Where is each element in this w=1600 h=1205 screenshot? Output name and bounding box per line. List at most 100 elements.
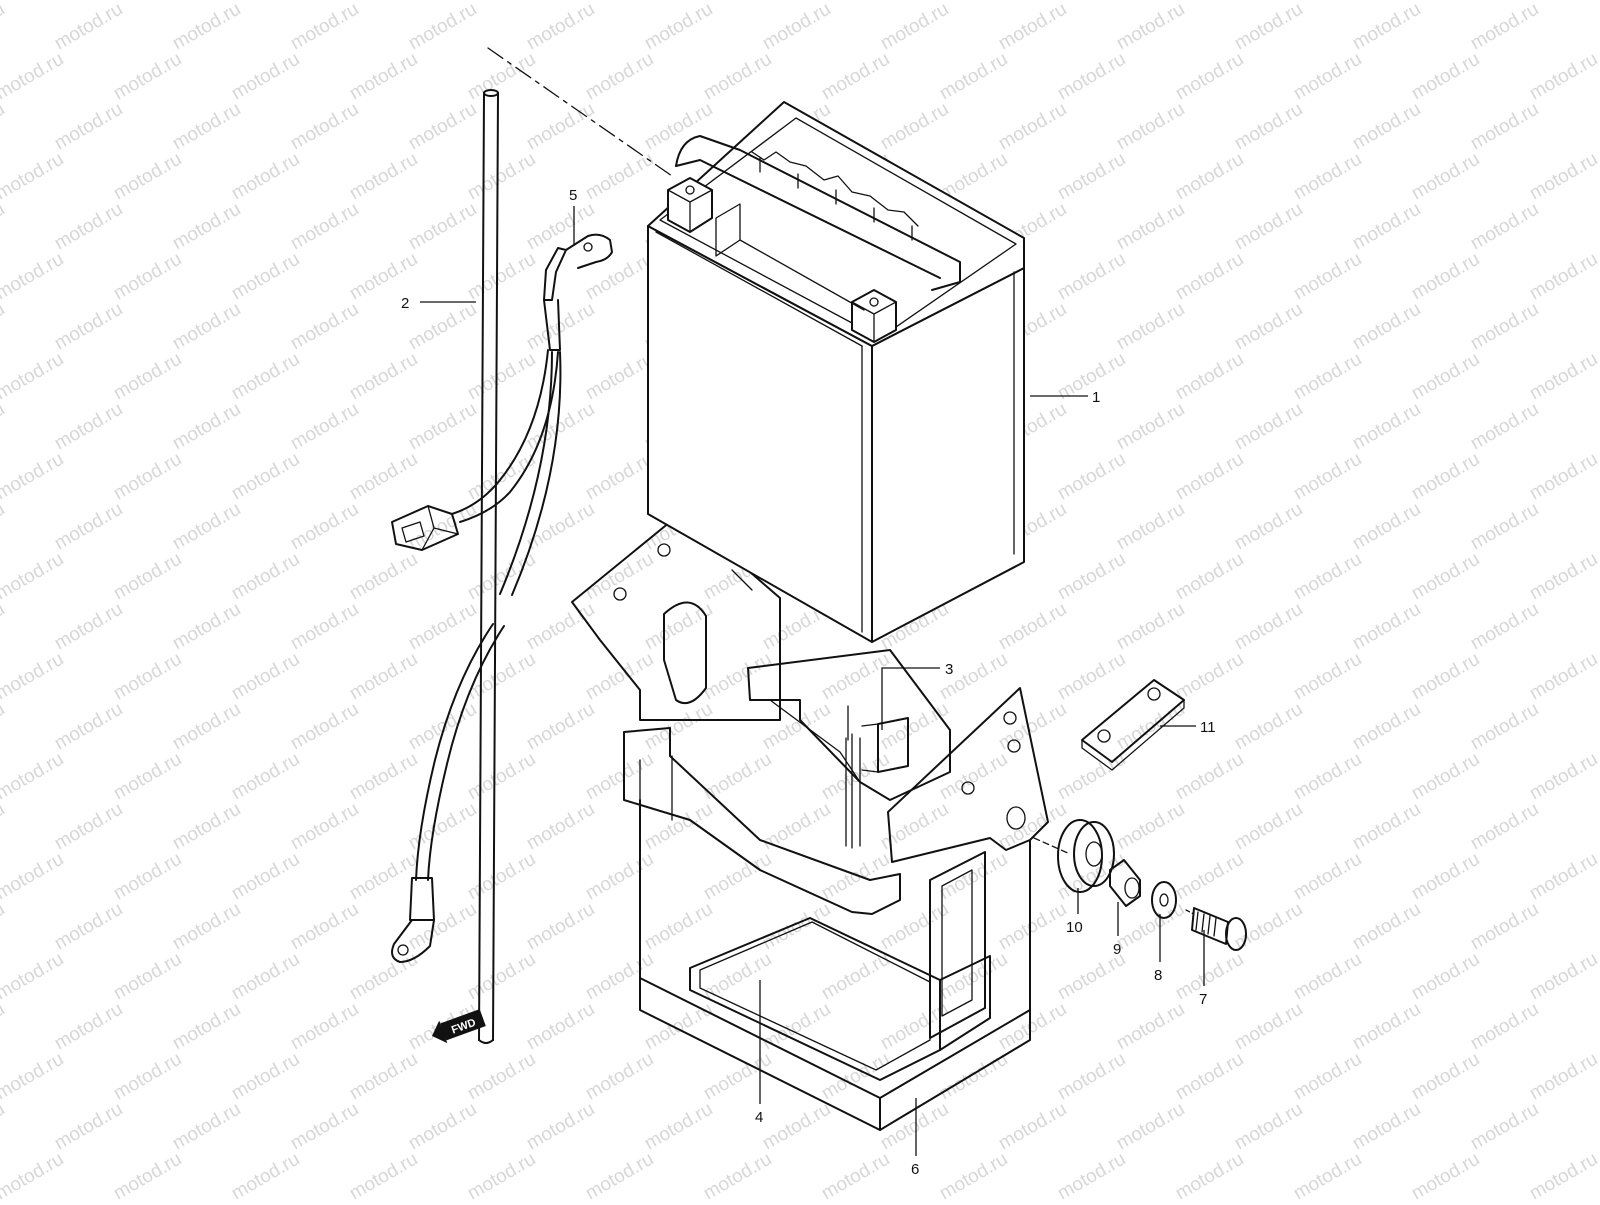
watermark-text: motod.ru — [1290, 749, 1365, 805]
watermark-text: motod.ru — [877, 699, 952, 755]
watermark-text: motod.ru — [0, 1049, 67, 1105]
watermark-text: motod.ru — [51, 499, 126, 555]
watermark-text: motod.ru — [1349, 799, 1424, 855]
watermark-text: motod.ru — [51, 99, 126, 155]
watermark-text: motod.ru — [936, 49, 1011, 105]
watermark-text: motod.ru — [700, 849, 775, 905]
watermark-text: motod.ru — [1349, 699, 1424, 755]
watermark-text: motod.ru — [1290, 549, 1365, 605]
watermark-text: motod.ru — [1113, 199, 1188, 255]
watermark-text: motod.ru — [1290, 49, 1365, 105]
watermark-text: motod.ru — [641, 999, 716, 1055]
watermark-text: motod.ru — [1290, 1049, 1365, 1105]
watermark-text: motod.ru — [169, 899, 244, 955]
watermark-text: motod.ru — [346, 749, 421, 805]
watermark-text: motod.ru — [110, 1149, 185, 1200]
watermark-text: motod.ru — [346, 1149, 421, 1200]
watermark-text: motod.ru — [641, 899, 716, 955]
watermark-text: motod.ru — [1467, 799, 1542, 855]
plate — [1081, 679, 1185, 771]
watermark-text: motod.ru — [1172, 349, 1247, 405]
watermark-text: motod.ru — [1408, 149, 1483, 205]
watermark-text: motod.ru — [877, 999, 952, 1055]
watermark-text: motod.ru — [169, 699, 244, 755]
callout-8: 8 — [1154, 967, 1162, 984]
watermark-text: motod.ru — [110, 149, 185, 205]
callout-6: 6 — [911, 1161, 919, 1178]
watermark-text: motod.ru — [700, 1149, 775, 1200]
watermark-text: motod.ru — [877, 899, 952, 955]
watermark-text: motod.ru — [1349, 399, 1424, 455]
watermark-text: motod.ru — [1290, 449, 1365, 505]
watermark-text: motod.ru — [287, 299, 362, 355]
watermark-text: motod.ru — [51, 0, 126, 54]
watermark-text: motod.ru — [405, 799, 480, 855]
watermark-text: motod.ru — [1467, 899, 1542, 955]
watermark-text: motod.ru — [346, 349, 421, 405]
watermark-text: motod.ru — [464, 1049, 539, 1105]
watermark-text: motod.ru — [1231, 99, 1306, 155]
watermark-text: motod.ru — [1290, 649, 1365, 705]
watermark-text: motod.ru — [1349, 1099, 1424, 1155]
watermark-text: motod.ru — [523, 399, 598, 455]
watermark-text: motod.ru — [1526, 1149, 1600, 1200]
watermark-text: motod.ru — [1172, 149, 1247, 205]
watermark-text: motod.ru — [169, 999, 244, 1055]
watermark-text: motod.ru — [1290, 149, 1365, 205]
watermark-text: motod.ru — [759, 1099, 834, 1155]
watermark-text: motod.ru — [1054, 1149, 1129, 1200]
watermark-text: motod.ru — [228, 849, 303, 905]
watermark-text: motod.ru — [287, 599, 362, 655]
watermark-text: motod.ru — [287, 499, 362, 555]
watermark-text: motod.ru — [1526, 649, 1600, 705]
watermark-text: motod.ru — [0, 499, 8, 555]
watermark-text: motod.ru — [582, 49, 657, 105]
watermark-text: motod.ru — [169, 0, 244, 54]
battery — [647, 101, 1025, 643]
watermark-text: motod.ru — [1349, 599, 1424, 655]
watermark-text: motod.ru — [1467, 1099, 1542, 1155]
watermark-text: motod.ru — [936, 1149, 1011, 1200]
watermark-text: motod.ru — [464, 849, 539, 905]
watermark-text: motod.ru — [0, 649, 67, 705]
lower-pad — [699, 921, 931, 1071]
watermark-text: motod.ru — [0, 99, 8, 155]
watermark-text: motod.ru — [1467, 299, 1542, 355]
callout-7: 7 — [1199, 991, 1207, 1008]
watermark-text: motod.ru — [169, 299, 244, 355]
watermark-text: motod.ru — [818, 1149, 893, 1200]
watermark-text: motod.ru — [1172, 649, 1247, 705]
watermark-text: motod.ru — [346, 949, 421, 1005]
watermark-text: motod.ru — [523, 599, 598, 655]
watermark-text: motod.ru — [1113, 299, 1188, 355]
watermark-text: motod.ru — [346, 49, 421, 105]
watermark-text: motod.ru — [228, 149, 303, 205]
pad — [861, 717, 909, 773]
watermark-text: motod.ru — [1408, 449, 1483, 505]
watermark-text: motod.ru — [0, 899, 8, 955]
watermark-text: motod.ru — [228, 949, 303, 1005]
watermark-text: motod.ru — [1467, 399, 1542, 455]
watermark-text: motod.ru — [700, 949, 775, 1005]
watermark-text: motod.ru — [995, 1099, 1070, 1155]
watermark-text: motod.ru — [1526, 549, 1600, 605]
watermark-text: motod.ru — [0, 349, 67, 405]
watermark-text: motod.ru — [1349, 999, 1424, 1055]
watermark-text: motod.ru — [110, 1049, 185, 1105]
watermark-text: motod.ru — [1054, 549, 1129, 605]
watermark-text: motod.ru — [405, 699, 480, 755]
watermark-text: motod.ru — [641, 1099, 716, 1155]
watermark-text: motod.ru — [228, 449, 303, 505]
watermark-text: motod.ru — [0, 549, 67, 605]
callout-9: 9 — [1113, 941, 1121, 958]
watermark-text: motod.ru — [1526, 249, 1600, 305]
watermark-text: motod.ru — [0, 249, 67, 305]
watermark-text: motod.ru — [582, 349, 657, 405]
watermark-text: motod.ru — [1290, 949, 1365, 1005]
watermark-text: motod.ru — [582, 649, 657, 705]
watermark-text: motod.ru — [1467, 599, 1542, 655]
watermark-text: motod.ru — [346, 849, 421, 905]
watermark-text: motod.ru — [523, 999, 598, 1055]
watermark-text: motod.ru — [1231, 699, 1306, 755]
watermark-text: motod.ru — [51, 899, 126, 955]
